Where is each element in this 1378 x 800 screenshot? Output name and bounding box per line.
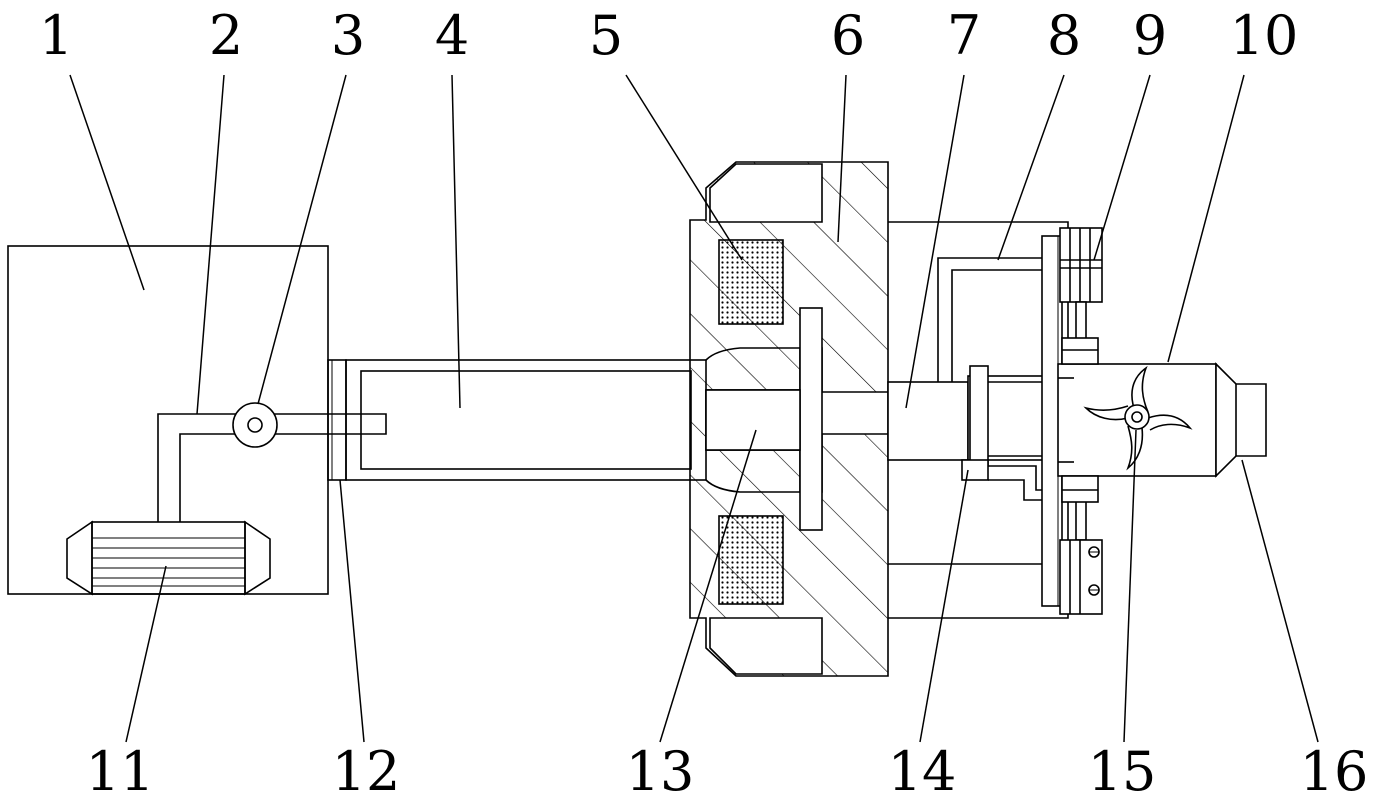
flange-plate [327, 359, 347, 481]
fan-impeller [1083, 365, 1193, 471]
callout-4: 4 [435, 4, 469, 67]
clamp-top [1059, 227, 1103, 343]
callout-12: 12 [332, 740, 401, 800]
pipe [157, 413, 240, 522]
callout-16: 16 [1300, 740, 1369, 800]
leader-lines [69, 74, 1319, 743]
callout-14: 14 [888, 740, 957, 800]
cylinder [345, 359, 707, 481]
callout-9: 9 [1133, 4, 1167, 67]
callout-3: 3 [331, 4, 365, 67]
bracket [937, 257, 1058, 501]
callout-2: 2 [209, 4, 243, 67]
coupling [961, 365, 989, 481]
callout-15: 15 [1088, 740, 1157, 800]
valve-core [247, 417, 263, 433]
callout-10: 10 [1230, 4, 1299, 67]
callout-11: 11 [86, 740, 155, 800]
coil-bottom [718, 515, 784, 605]
nozzle [1215, 362, 1267, 478]
callout-numbers: 1 2 3 4 5 6 7 8 9 10 11 12 13 14 15 16 [39, 4, 1369, 800]
callout-8: 8 [1047, 4, 1081, 67]
callout-5: 5 [589, 4, 623, 67]
callout-7: 7 [947, 4, 981, 67]
pump-unit [66, 520, 271, 596]
callout-1: 1 [39, 4, 73, 67]
valve [232, 402, 278, 448]
coil-top [718, 239, 784, 325]
tank-box [7, 245, 329, 595]
callout-6: 6 [831, 4, 865, 67]
callout-13: 13 [626, 740, 695, 800]
clamp-bottom [1059, 499, 1103, 615]
